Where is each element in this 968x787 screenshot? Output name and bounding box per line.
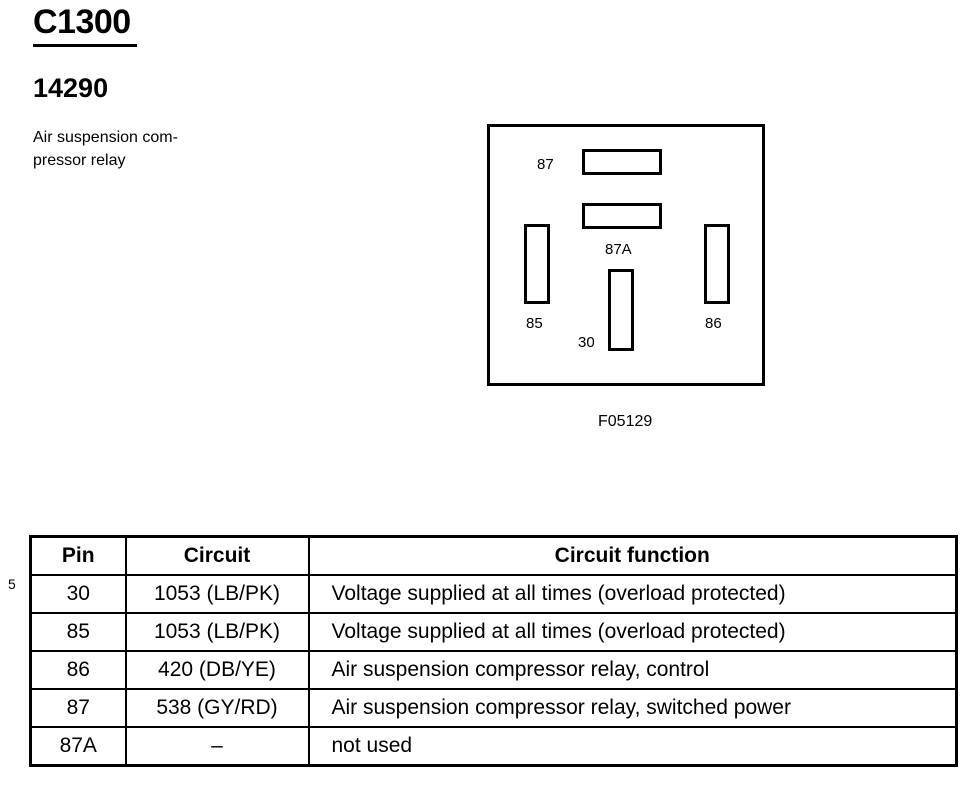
cell-pin: 87A	[29, 726, 127, 767]
table-row: 87A – not used	[29, 726, 958, 767]
cell-pin: 30	[29, 574, 127, 614]
header-pin: Pin	[29, 535, 127, 576]
connector-title: C1300	[33, 3, 131, 41]
component-description: Air suspension com- pressor relay	[33, 129, 178, 169]
cell-function: not used	[307, 726, 958, 767]
cell-function: Voltage supplied at all times (overload …	[307, 574, 958, 614]
cell-circuit: 420 (DB/YE)	[124, 650, 310, 690]
table-row: 87 538 (GY/RD) Air suspension compressor…	[29, 688, 958, 728]
header-circuit-function: Circuit function	[307, 535, 958, 576]
cell-circuit: 1053 (LB/PK)	[124, 574, 310, 614]
terminal-87	[582, 149, 662, 175]
cell-circuit: 538 (GY/RD)	[124, 688, 310, 728]
cell-function: Voltage supplied at all times (overload …	[307, 612, 958, 652]
cell-circuit: –	[124, 726, 310, 767]
cell-function: Air suspension compressor relay, switche…	[307, 688, 958, 728]
label-86: 86	[705, 315, 722, 332]
table-row: 85 1053 (LB/PK) Voltage supplied at all …	[29, 612, 958, 652]
cell-function: Air suspension compressor relay, control	[307, 650, 958, 690]
header-circuit: Circuit	[124, 535, 310, 576]
relay-connector-diagram: 87 87A 85 86 30	[487, 124, 765, 386]
pinout-table: Pin Circuit Circuit function 30 1053 (LB…	[29, 535, 958, 767]
terminal-86	[704, 224, 730, 304]
label-85: 85	[526, 315, 543, 332]
cell-pin: 87	[29, 688, 127, 728]
cell-circuit: 1053 (LB/PK)	[124, 612, 310, 652]
cell-pin: 85	[29, 612, 127, 652]
cell-pin: 86	[29, 650, 127, 690]
side-note: 5	[8, 576, 16, 592]
table-header-row: Pin Circuit Circuit function	[29, 535, 958, 576]
label-30: 30	[578, 334, 595, 351]
terminal-85	[524, 224, 550, 304]
label-87: 87	[537, 156, 554, 173]
terminal-87a	[582, 203, 662, 229]
label-87a: 87A	[605, 241, 632, 258]
table-row: 30 1053 (LB/PK) Voltage supplied at all …	[29, 574, 958, 614]
figure-id: F05129	[598, 413, 653, 430]
terminal-30	[608, 269, 634, 351]
part-number: 14290	[33, 73, 109, 103]
table-row: 86 420 (DB/YE) Air suspension compressor…	[29, 650, 958, 690]
title-underline	[33, 44, 137, 47]
